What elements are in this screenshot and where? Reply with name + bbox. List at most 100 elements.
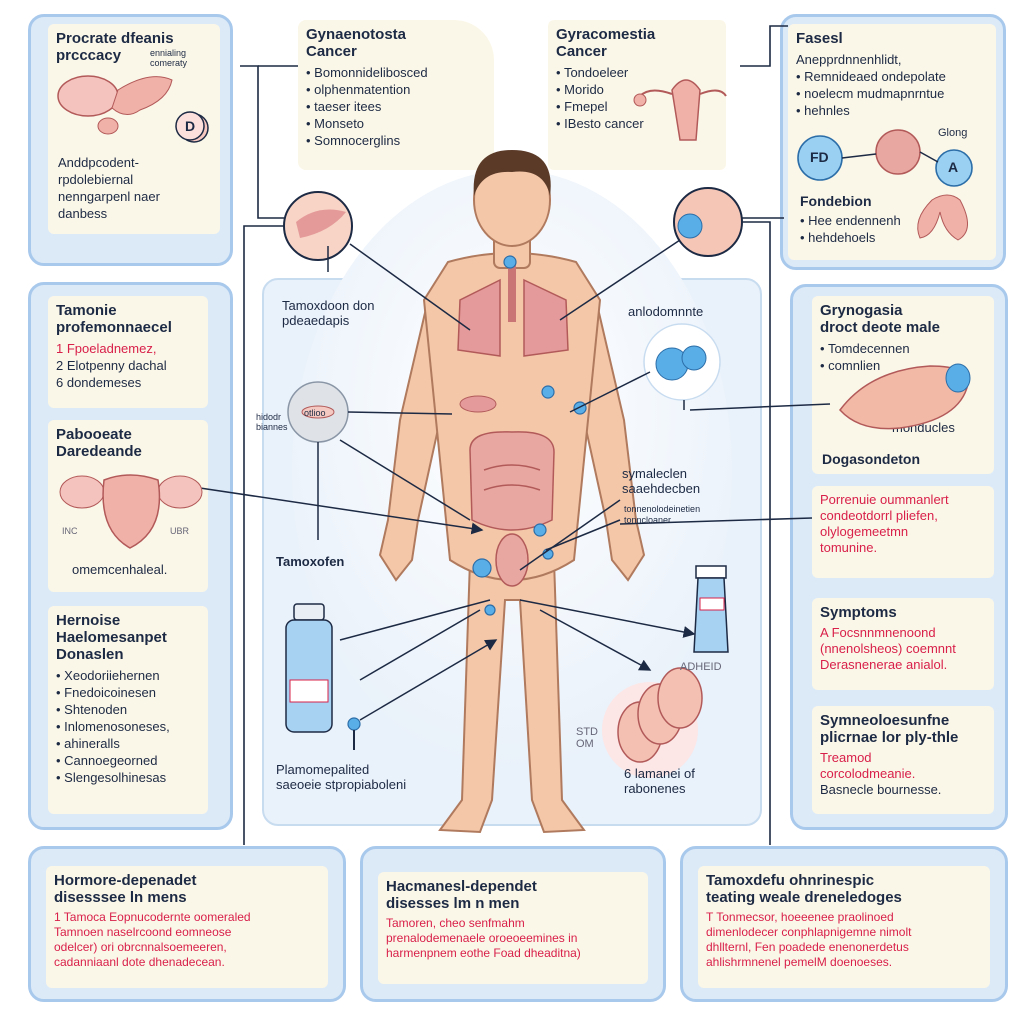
cream-tube xyxy=(693,565,729,653)
gynecomastia-2-item: Morido xyxy=(556,81,718,98)
gynecomastia-1-items: Bomonnidelibosced olphenmatention taeser… xyxy=(306,64,486,149)
tube-label: ADHEID xyxy=(680,661,722,673)
gynecomastia-2-item: Tondoeleer xyxy=(556,64,718,81)
bottom-3-title: Tamoxdefu ohnrinespic teating weale dren… xyxy=(706,872,902,906)
hormone-illustration xyxy=(797,129,973,241)
gynecomastia-2-item: Fmepel xyxy=(556,98,718,115)
side-right-small-label: STD OM xyxy=(576,726,598,750)
card-bottom-2: Hacmanesl-dependet disesses lm n men Tam… xyxy=(378,872,648,984)
center-panel-title: Tamoxdoon don pdeaedapis xyxy=(282,298,375,328)
prostate-illustration-2 xyxy=(59,474,203,549)
gynecomastia-male-title: Grynogasia droct deote male xyxy=(820,302,941,336)
fasesl-sub-item: Hee endennenh xyxy=(800,212,901,229)
card-bottom-3: Tamoxdefu ohnrinespic teating weale dren… xyxy=(698,866,990,988)
gynecomastia-1-title: Gynaenotosta Cancer xyxy=(306,26,407,60)
fasesl-items: Anepprdnnenhlidt, Remnideaed ondepolate … xyxy=(796,51,988,119)
prostate-line: rpdolebiernal xyxy=(58,172,134,187)
bottom-2-text: Tamoren, cheo senfmahm prenalodemenaele … xyxy=(386,916,581,960)
prostate-line: Anddpcodent- xyxy=(58,155,139,170)
prostate-anatomy-title: Pabooeate Daredeande xyxy=(56,426,142,460)
symptom-plans-footer: Basnecle bournesse. xyxy=(820,782,942,797)
gynecomastia-1-item: Somnocerglins xyxy=(306,132,486,149)
fasesl-item: Anepprdnnenhlidt, xyxy=(796,52,902,67)
fasesl-title: Fasesl xyxy=(796,30,843,47)
organs xyxy=(457,262,569,587)
fasesl-tag: Glong xyxy=(938,127,968,139)
gynecomastia-2-title: Gyracomestia Cancer xyxy=(556,26,656,60)
right-side-label: symaleclen saaehdecben xyxy=(622,466,701,496)
prostate-anatomy-caption: omemcenhaleal. xyxy=(72,562,168,577)
hair xyxy=(473,150,551,196)
card-symptoms: Symptoms A Focsnnmnenoond (nnenolsheos) … xyxy=(812,598,994,690)
hormone-disorders-title: Hernoise Haelomesanpet Donaslen xyxy=(56,612,167,663)
bottle-label: Plamomepalited saeoeie stpropiaboleni xyxy=(276,762,407,792)
card-hormone-disorders: Hernoise Haelomesanpet Donaslen Xeodorii… xyxy=(48,606,208,814)
capsules xyxy=(602,667,703,778)
prostate-anatomy-label-right: UBR xyxy=(170,526,190,536)
gynecomastia-1-item: taeser itees xyxy=(306,98,486,115)
right-note-text: Porrenuie oummanlert condeotdorrl pliefe… xyxy=(820,492,949,555)
side-label: hidodr biannes xyxy=(256,412,288,432)
bottom-1-title: Hormore-depenadet disesssee ln mens xyxy=(54,872,197,906)
gynecomastia-2-item: IBesto cancer xyxy=(556,115,718,132)
tamoxifen-prof-line: 2 Elotpenny dachal xyxy=(56,358,167,373)
hormone-disorders-item: Inlomenosoneses, xyxy=(56,718,200,735)
hormone-disorders-item: Xeodoriiehernen xyxy=(56,667,200,684)
symptom-plans-text: Treamod corcolodmeanie. xyxy=(820,750,916,781)
card-bottom-1: Hormore-depenadet disesssee ln mens 1 Ta… xyxy=(46,866,328,988)
prostate-title: Procrate dfeanis prcccacy xyxy=(56,30,174,64)
fasesl-sub-title: Fondebion xyxy=(800,193,872,209)
hormone-disorders-item: ahineralls xyxy=(56,735,200,752)
prostate-anatomy-label-left: INC xyxy=(62,526,78,536)
fasesl-badge-right: A xyxy=(948,159,959,175)
medicine-bottle xyxy=(285,603,333,733)
card-right-note: Porrenuie oummanlert condeotdorrl pliefe… xyxy=(812,486,994,578)
gynecomastia-2-items: Tondoeleer Morido Fmepel IBesto cancer xyxy=(556,64,718,132)
bottom-1-text: 1 Tamoca Eopnucodernte oomeraled Tamnoen… xyxy=(54,910,251,969)
gynecomastia-1-item: olphenmatention xyxy=(306,81,486,98)
bottom-3-text: T Tonmecsor, hoeeenee praolinoed dimenlo… xyxy=(706,910,912,969)
tamoxifen-prof-lines: 1 Fpoeladnemez, 2 Elotpenny dachal 6 don… xyxy=(56,340,200,391)
card-tamoxifen-prof: Tamonie profemonnaecel 1 Fpoeladnemez, 2… xyxy=(48,296,208,408)
pointer-lines xyxy=(199,239,831,721)
prostate-line: danbess xyxy=(58,206,108,221)
breast-illustration xyxy=(839,363,971,430)
gynecomastia-male-item: Tomdecennen xyxy=(820,340,986,357)
gynecomastia-1-item: Bomonnidelibosced xyxy=(306,64,486,81)
symptoms-title: Symptoms xyxy=(820,604,897,621)
symptoms-text: A Focsnnmnenoond (nnenolsheos) coemnnt D… xyxy=(820,625,956,672)
prostate-lines: Anddpcodent- rpdolebiernal nenngarpenl n… xyxy=(58,154,160,222)
hormone-disorders-item: Cannoegeorned xyxy=(56,752,200,769)
bottom-2-title: Hacmanesl-dependet disesses lm n men xyxy=(386,878,537,912)
fasesl-item: Remnideaed ondepolate xyxy=(796,68,988,85)
prostate-badge: D xyxy=(185,118,196,134)
tamoxifen-label: Tamoxofen xyxy=(276,554,345,569)
tamoxifen-prof-line: 6 dondemeses xyxy=(56,375,142,390)
symptom-plans-title: Symneoloesunfne plicrnae lor ply-thle xyxy=(820,712,959,746)
fasesl-sub-item: hehdehoels xyxy=(800,229,901,246)
hormone-disorders-item: Fnedoicoinesen xyxy=(56,684,200,701)
circle-label: otlioo xyxy=(304,408,326,418)
fasesl-sub-items: Hee endennenh hehdehoels xyxy=(800,212,901,246)
fasesl-item: noelecm mudmapnrntue xyxy=(796,85,988,102)
gynecomastia-1-item: Monseto xyxy=(306,115,486,132)
gynecomastia-male-item: comnlien xyxy=(820,357,986,374)
prostate-small-label: ennialing comeraty xyxy=(150,48,188,68)
autoantibody-label: anlodomnnte xyxy=(628,304,704,319)
magnifier-circles xyxy=(283,187,743,443)
gynecomastia-male-items: Tomdecennen comnlien xyxy=(820,340,986,374)
gynecomastia-male-footer: Dogasondeton xyxy=(822,451,920,467)
blue-markers xyxy=(319,229,587,731)
side-small-label: tonnenolodeinetien tonncloaner xyxy=(624,504,701,525)
hormone-disorders-item: Shtenoden xyxy=(56,701,200,718)
hormone-disorders-item: Slengesolhinesas xyxy=(56,769,200,786)
fasesl-badge-left: FD xyxy=(810,149,829,165)
card-symptom-plans: Symneoloesunfne plicrnae lor ply-thle Tr… xyxy=(812,706,994,814)
hormone-disorders-items: Xeodoriiehernen Fnedoicoinesen Shtenoden… xyxy=(56,667,200,786)
anatomy-illustration-2 xyxy=(633,79,727,141)
tamoxifen-prof-title: Tamonie profemonnaecel xyxy=(56,302,172,336)
fasesl-item: hehnles xyxy=(796,102,988,119)
card-gynecomastia-1: Gynaenotosta Cancer Bomonnidelibosced ol… xyxy=(298,20,494,170)
prostate-line: nenngarpenl naer xyxy=(58,189,160,204)
